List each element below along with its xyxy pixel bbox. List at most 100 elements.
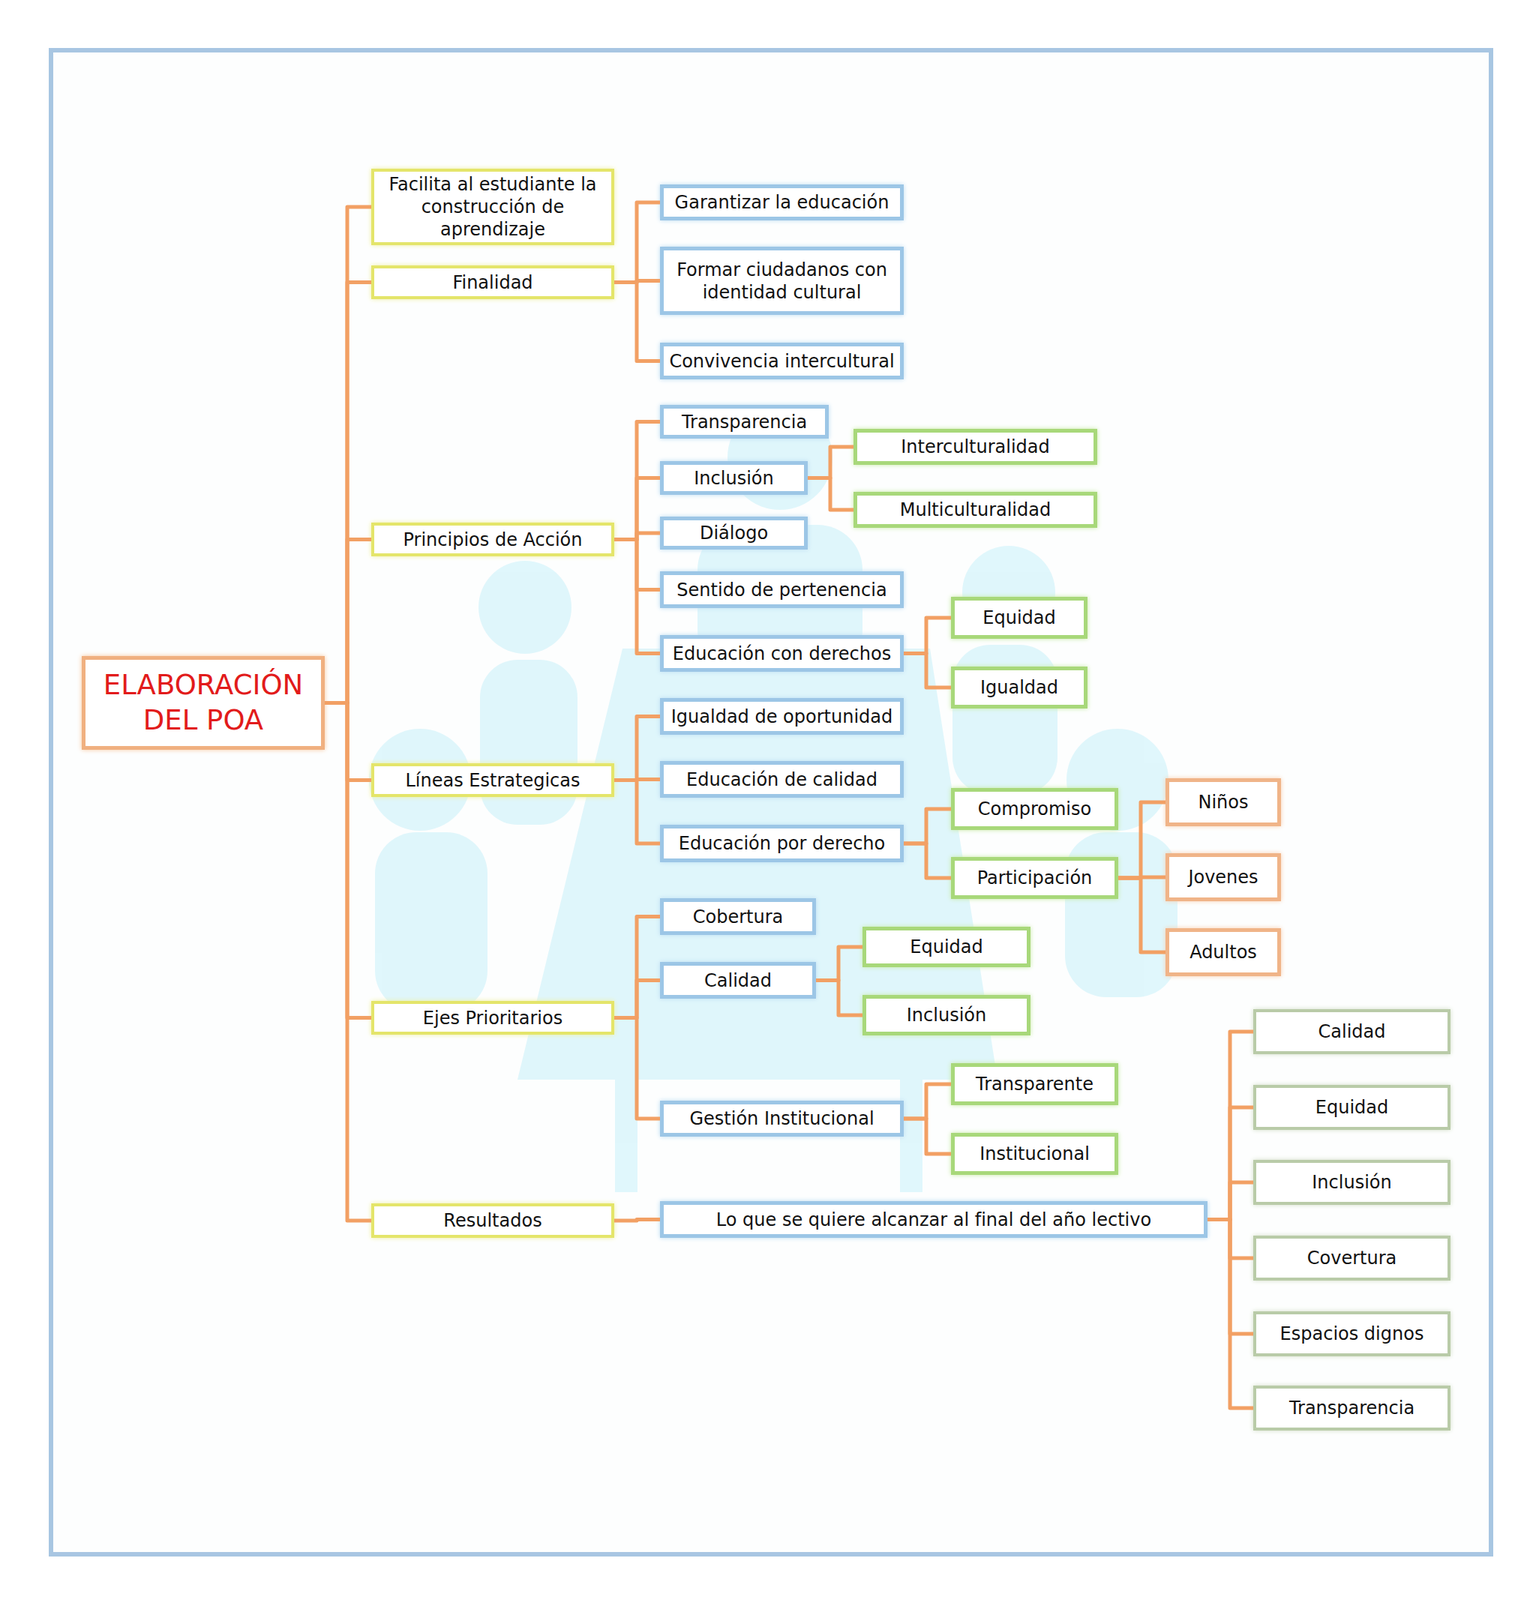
- branch-connector: [614, 422, 660, 540]
- node-text: Garantizar la educación: [675, 191, 890, 214]
- branch-connector: [1118, 802, 1166, 879]
- branch-connector: [903, 809, 951, 844]
- node-text: Sentido de pertenencia: [676, 579, 887, 602]
- node-text: Educación de calidad: [686, 768, 878, 792]
- topic-box: Calidad: [660, 962, 816, 999]
- branch-connector: [1118, 877, 1166, 879]
- branch-connector: [816, 981, 863, 1017]
- branch-connector: [324, 207, 372, 704]
- node-text: Cobertura: [693, 906, 784, 929]
- node-text: Inclusión: [906, 1004, 987, 1027]
- branch-connector: [1207, 1220, 1254, 1335]
- branch-connector: [324, 703, 372, 1019]
- node-text: Compromiso: [978, 798, 1092, 821]
- node-text: Calidad: [1318, 1020, 1386, 1044]
- subtopic-box: Participación: [951, 857, 1119, 900]
- branch-connector: [614, 717, 660, 781]
- branch-box: Facilita al estudiante la construcción d…: [371, 168, 615, 246]
- branch-connector: [903, 1084, 951, 1119]
- branch-connector: [614, 478, 660, 540]
- node-text: Institucional: [979, 1143, 1090, 1166]
- branch-connector: [903, 618, 951, 654]
- branch-connector: [324, 540, 372, 704]
- branch-connector: [324, 282, 372, 704]
- subtopic-box: Inclusión: [862, 995, 1031, 1036]
- node-text: Lo que se quiere alcanzar al final del a…: [716, 1209, 1152, 1232]
- node-text: Calidad: [704, 969, 772, 993]
- node-text: Igualdad de oportunidad: [671, 705, 893, 729]
- branch-connector: [614, 540, 660, 654]
- branch-connector: [1207, 1182, 1254, 1221]
- topic-box: Cobertura: [660, 898, 816, 936]
- branch-connector: [1207, 1107, 1254, 1221]
- branch-connector: [816, 947, 863, 981]
- result-box: Calidad: [1253, 1009, 1451, 1055]
- branch-box: Resultados: [371, 1203, 615, 1239]
- node-text: Facilita al estudiante la construcción d…: [378, 173, 607, 241]
- topic-box: Convivencia intercultural: [660, 342, 904, 380]
- branch-connector: [614, 540, 660, 591]
- topic-box: Garantizar la educación: [660, 184, 904, 221]
- branch-connector: [324, 703, 372, 1222]
- topic-box: Educación de calidad: [660, 761, 904, 798]
- branch-connector: [614, 1220, 660, 1222]
- node-text: Equidad: [982, 606, 1056, 630]
- branch-connector: [614, 202, 660, 283]
- subtopic-box: Compromiso: [951, 788, 1119, 831]
- node-text: ELABORACIÓN DEL POA: [90, 668, 317, 738]
- branch-connector: [1207, 1220, 1254, 1410]
- branch-connector: [807, 447, 854, 479]
- branch-connector: [614, 917, 660, 1019]
- subtopic-box: Transparente: [951, 1063, 1119, 1106]
- result-box: Covertura: [1253, 1236, 1451, 1281]
- branch-connector: [1118, 878, 1166, 953]
- branch-box: Líneas Estrategicas: [371, 763, 615, 798]
- node-text: Líneas Estrategicas: [405, 769, 581, 792]
- subtopic-box: Multiculturalidad: [853, 492, 1098, 528]
- topic-box: Educación por derecho: [660, 825, 904, 863]
- topic-box: Educación con derechos: [660, 635, 904, 672]
- node-text: Adultos: [1189, 941, 1257, 964]
- node-text: Igualdad: [980, 676, 1059, 699]
- branch-connector: [614, 780, 660, 845]
- result-box: Equidad: [1253, 1085, 1451, 1131]
- topic-box: Lo que se quiere alcanzar al final del a…: [660, 1201, 1208, 1239]
- branch-connector: [614, 981, 660, 1019]
- subtopic-box: Equidad: [951, 597, 1088, 639]
- branch-box: Finalidad: [371, 265, 615, 300]
- node-text: Inclusión: [1311, 1171, 1392, 1194]
- branch-connector: [903, 843, 951, 879]
- branch-connector: [614, 533, 660, 540]
- node-text: Participación: [977, 867, 1093, 890]
- node-text: Transparencia: [681, 411, 807, 434]
- branch-connector: [614, 281, 660, 283]
- node-text: Principios de Acción: [403, 528, 583, 552]
- topic-box: Gestión Institucional: [660, 1101, 904, 1137]
- subtopic-box: Institucional: [951, 1133, 1119, 1176]
- node-text: Transparente: [975, 1073, 1094, 1096]
- branch-connector: [614, 780, 660, 781]
- topic-box: Transparencia: [660, 405, 829, 439]
- root-box: ELABORACIÓN DEL POA: [81, 656, 325, 750]
- result-box: Inclusión: [1253, 1160, 1451, 1206]
- branch-connector: [1207, 1220, 1254, 1260]
- node-text: Diálogo: [699, 522, 768, 545]
- leaf-box: Niños: [1165, 778, 1281, 827]
- node-text: Educación por derecho: [678, 832, 886, 855]
- node-text: Interculturalidad: [900, 435, 1050, 459]
- subtopic-box: Equidad: [862, 927, 1031, 968]
- branch-box: Principios de Acción: [371, 522, 615, 557]
- branch-connector: [324, 703, 372, 781]
- result-box: Espacios dignos: [1253, 1311, 1451, 1357]
- node-text: Multiculturalidad: [900, 498, 1051, 522]
- branch-connector: [807, 478, 854, 511]
- branch-connector: [903, 654, 951, 689]
- topic-box: Inclusión: [660, 461, 808, 495]
- branch-connector: [903, 1119, 951, 1155]
- node-text: Resultados: [443, 1209, 542, 1233]
- node-text: Ejes Prioritarios: [423, 1007, 563, 1030]
- node-text: Niños: [1197, 791, 1248, 814]
